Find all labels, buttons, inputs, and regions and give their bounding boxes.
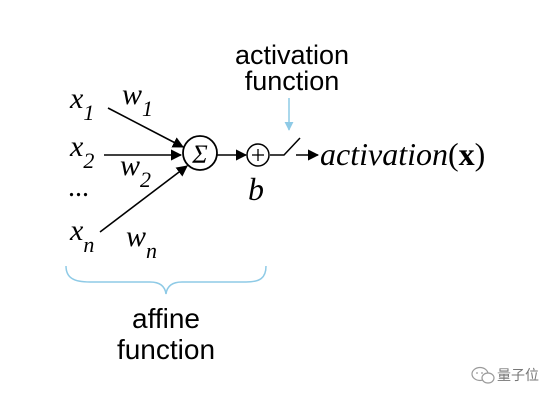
affine-brace: [65, 265, 267, 295]
chat-bubble-icon: [471, 366, 495, 384]
affine-label-line2: function: [117, 334, 215, 365]
sum-symbol: Σ: [191, 140, 208, 169]
output-expression: activation(x): [320, 136, 485, 172]
watermark: 量子位: [471, 366, 539, 384]
input-x2: x2: [69, 130, 94, 173]
input-xn: xn: [69, 214, 94, 257]
weight-wn: wn: [126, 220, 157, 263]
weight-w1: w1: [122, 78, 153, 121]
affine-label-line1: affine: [132, 303, 200, 334]
activation-label-line1: activation: [235, 40, 349, 70]
arrow-x1-to-sum: [107, 107, 184, 148]
weights: w1 w2 wn: [120, 78, 157, 263]
activation-switch-icon: [270, 137, 301, 156]
sum-node: [182, 135, 218, 171]
arrow-xn-to-sum: [99, 165, 188, 233]
bias-label: b: [248, 171, 264, 207]
input-ellipsis: ...: [68, 172, 89, 203]
input-x1: x1: [69, 82, 94, 125]
weight-w2: w2: [120, 149, 151, 192]
inputs: x1 x2 xn: [69, 82, 94, 257]
watermark-text: 量子位: [497, 367, 539, 383]
activation-label-line2: function: [245, 66, 340, 96]
